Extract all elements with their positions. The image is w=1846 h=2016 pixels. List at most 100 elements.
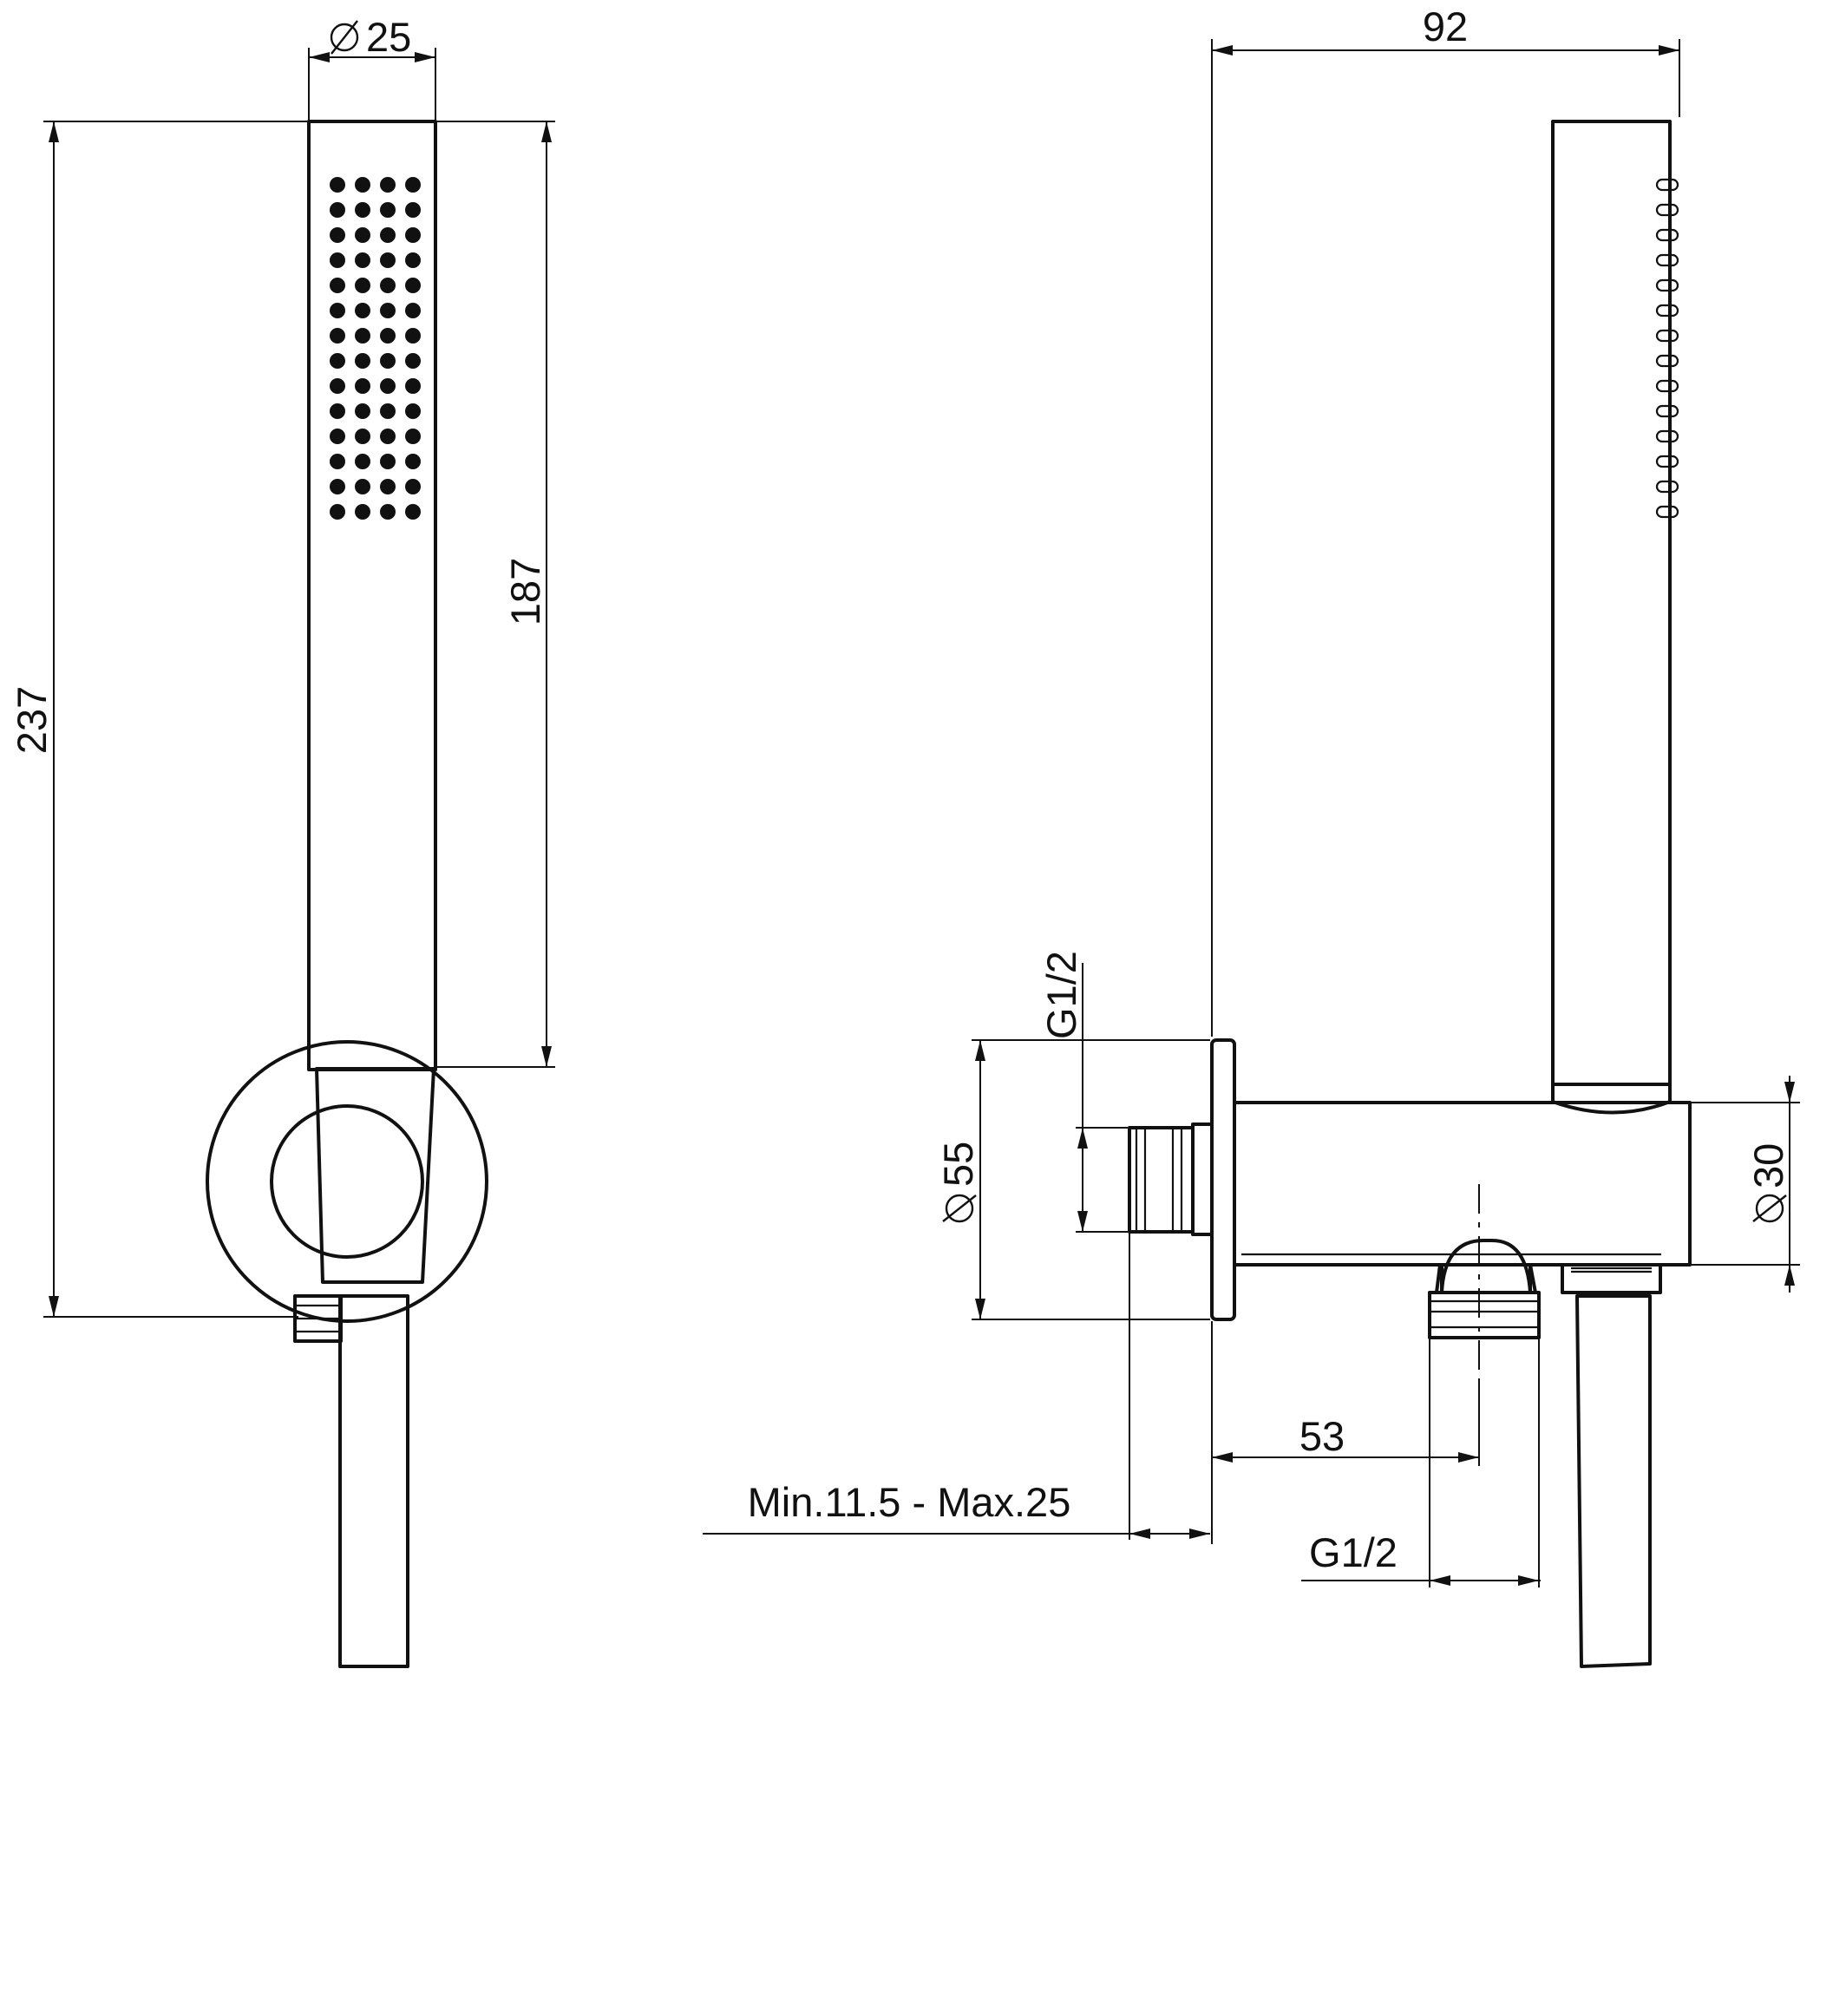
side-inlet-nipple (1128, 1123, 1214, 1236)
side-nozzle (1655, 253, 1679, 267)
side-nozzle (1655, 203, 1679, 217)
spray-nozzle (380, 504, 396, 520)
side-nozzle (1655, 329, 1679, 343)
spray-nozzle (355, 403, 370, 419)
dim-label-body-diameter: 30 (1745, 1143, 1791, 1188)
spray-nozzle (355, 454, 370, 469)
spray-nozzle (380, 479, 396, 494)
dim-label-flange-diameter: 55 (935, 1142, 981, 1187)
spray-nozzle (355, 177, 370, 193)
spray-nozzle (330, 328, 345, 344)
side-flange (1210, 1038, 1236, 1321)
spray-nozzle (330, 504, 345, 520)
spray-nozzle (405, 227, 421, 243)
side-nozzle (1655, 505, 1679, 519)
spray-nozzle (355, 429, 370, 444)
side-nozzle (1655, 404, 1679, 418)
spray-nozzle (405, 303, 421, 318)
spray-nozzle (330, 278, 345, 293)
dim-label-inlet-thread: G1/2 (1038, 951, 1084, 1039)
dim-body-diameter: 30 (1692, 1076, 1800, 1293)
spray-nozzle (405, 479, 421, 494)
spray-nozzle (380, 454, 396, 469)
dim-handle-diameter: 25 (308, 14, 436, 120)
side-nozzle (1655, 480, 1679, 494)
front-hose-nut (293, 1294, 343, 1343)
spray-nozzle (330, 353, 345, 369)
dim-label-wall-range: Min.11.5 - Max.25 (748, 1479, 1071, 1525)
front-knob (270, 1104, 424, 1259)
dim-outlet-offset: 53 (1211, 1321, 1480, 1544)
spray-nozzle (405, 177, 421, 193)
spray-nozzle (330, 227, 345, 243)
dim-inlet-thread: G1/2 (1038, 951, 1128, 1233)
spray-nozzle (330, 479, 345, 494)
spray-nozzle (380, 429, 396, 444)
spray-nozzle (405, 353, 421, 369)
side-hose (1575, 1294, 1652, 1668)
dim-overall-height: 237 (9, 121, 307, 1318)
side-nozzle (1655, 178, 1679, 192)
dim-flange-diameter: 55 (935, 1039, 1210, 1320)
dim-label-overall-height: 237 (9, 686, 55, 754)
spray-nozzle (405, 328, 421, 344)
dim-wall-range: Min.11.5 - Max.25 (703, 1234, 1210, 1540)
spray-nozzle (380, 227, 396, 243)
spray-nozzle (405, 429, 421, 444)
spray-nozzle (355, 202, 370, 218)
side-nozzle-row (1655, 178, 1679, 519)
spray-nozzle (355, 252, 370, 268)
side-arm (1233, 1101, 1692, 1267)
spray-nozzle (380, 202, 396, 218)
dim-label-outlet-offset: 53 (1299, 1413, 1345, 1459)
spray-nozzle (405, 378, 421, 394)
spray-nozzle (405, 202, 421, 218)
front-handle (307, 120, 437, 1071)
dim-handle-length: 187 (437, 121, 555, 1068)
spray-nozzle (380, 353, 396, 369)
dim-label-outlet-thread: G1/2 (1309, 1529, 1398, 1575)
spray-nozzle (380, 177, 396, 193)
side-nozzle (1655, 304, 1679, 317)
front-hose (338, 1294, 409, 1668)
side-nozzle (1655, 379, 1679, 393)
spray-nozzle (330, 303, 345, 318)
dim-label-handle-length: 187 (502, 558, 548, 625)
spray-nozzle (380, 303, 396, 318)
spray-nozzle (355, 353, 370, 369)
side-nozzle (1655, 455, 1679, 468)
spray-nozzle (405, 278, 421, 293)
side-nozzle (1655, 278, 1679, 292)
spray-nozzle (330, 429, 345, 444)
spray-nozzle (330, 202, 345, 218)
side-handle (1551, 120, 1672, 1086)
dim-label-handle-diameter: 25 (366, 14, 411, 60)
spray-nozzle (330, 378, 345, 394)
spray-nozzle (330, 403, 345, 419)
spray-nozzle (330, 252, 345, 268)
side-outlet-fitting (1428, 1239, 1541, 1339)
spray-nozzle (355, 479, 370, 494)
spray-nozzle (380, 278, 396, 293)
spray-nozzle (405, 403, 421, 419)
spray-nozzle (330, 177, 345, 193)
spray-nozzle (380, 328, 396, 344)
dim-outlet-thread: G1/2 (1301, 1339, 1541, 1587)
spray-nozzle (380, 403, 396, 419)
spray-nozzle (355, 504, 370, 520)
spray-nozzle (330, 454, 345, 469)
spray-nozzle (405, 454, 421, 469)
side-view (1128, 120, 1692, 1668)
front-flange (206, 1040, 488, 1323)
spray-nozzle (355, 378, 370, 394)
spray-nozzle (380, 252, 396, 268)
side-nozzle (1655, 354, 1679, 368)
spray-nozzle (380, 378, 396, 394)
spray-nozzle (355, 278, 370, 293)
spray-nozzle (405, 252, 421, 268)
spray-nozzle (355, 227, 370, 243)
side-nozzle (1655, 228, 1679, 242)
spray-nozzle (355, 328, 370, 344)
side-nozzle (1655, 429, 1679, 443)
